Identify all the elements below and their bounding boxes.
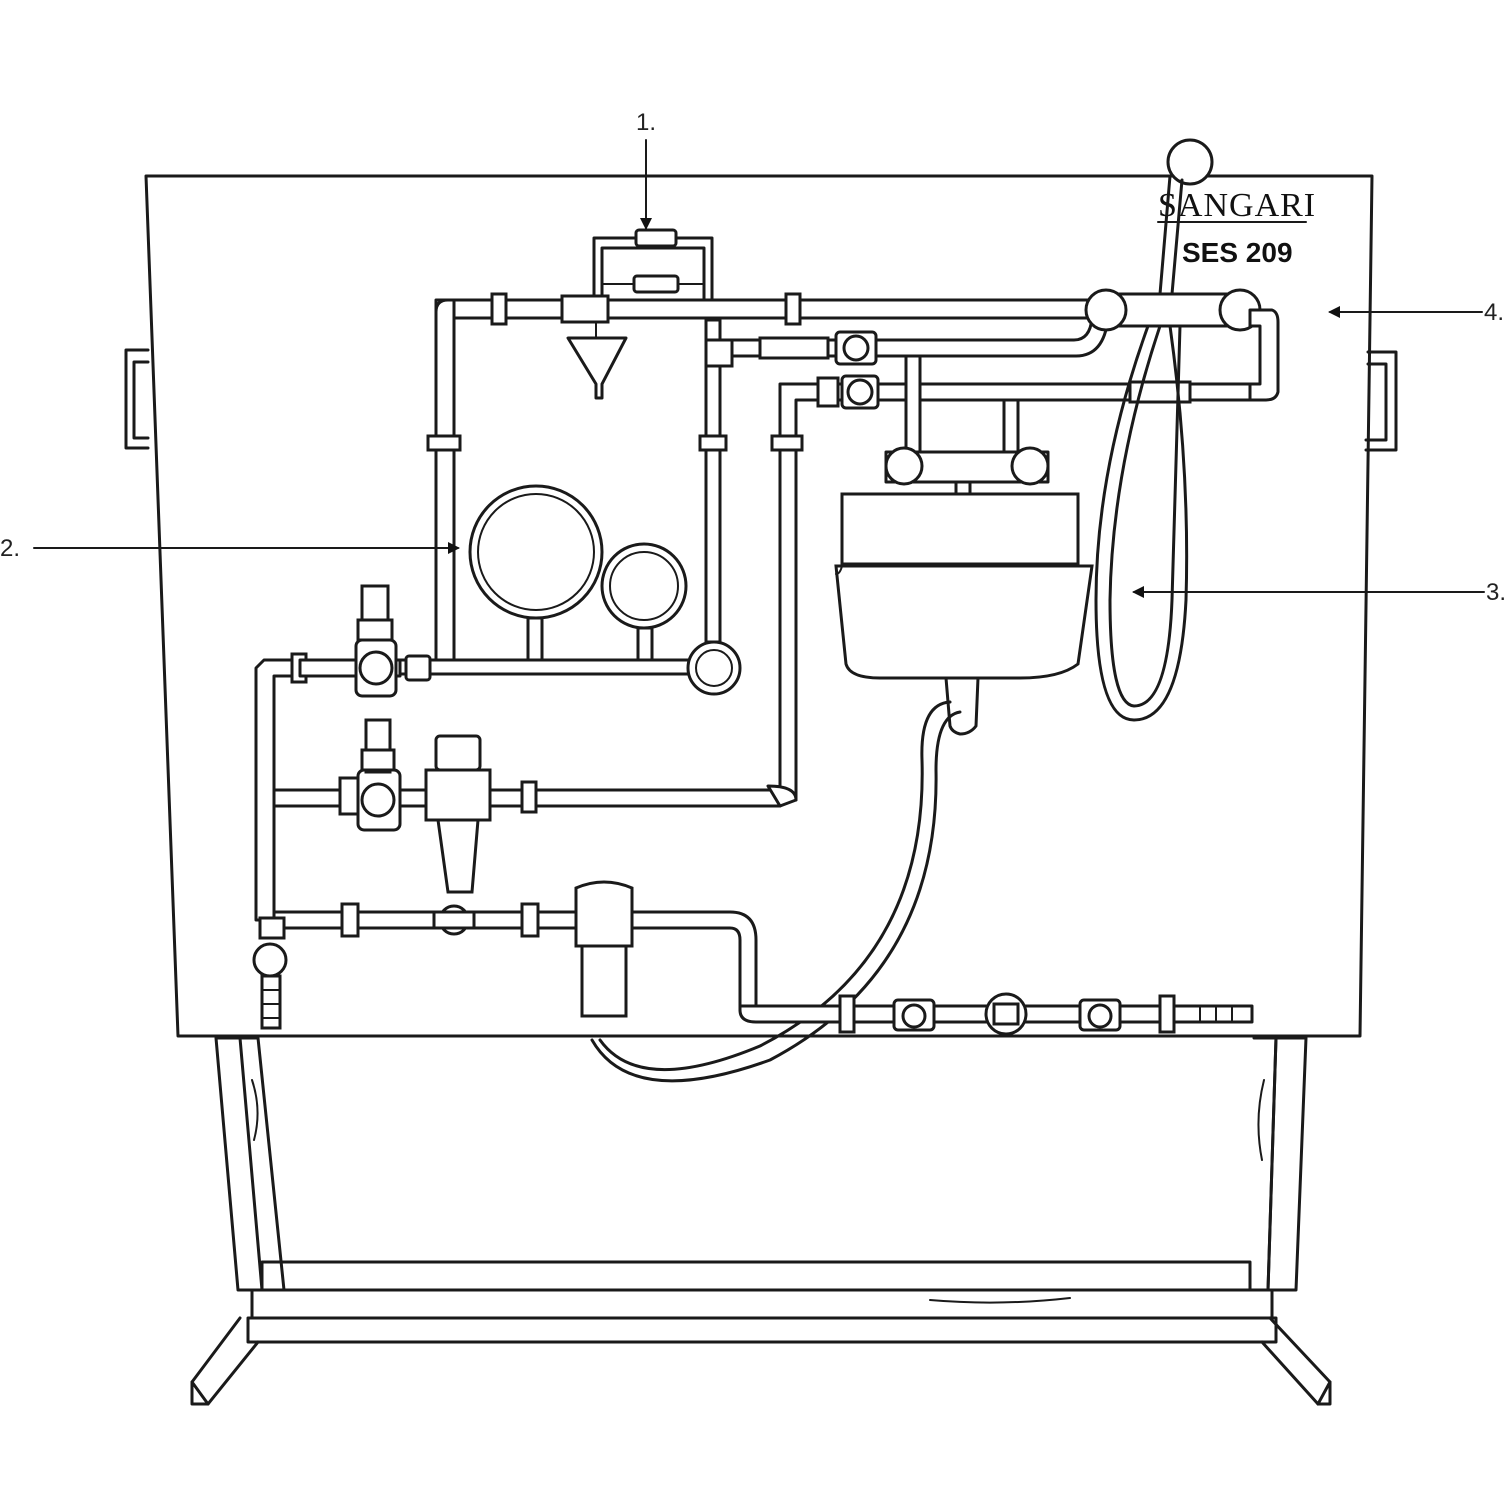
left-riser-pipe [426,298,462,662]
pressure-gauges [468,484,688,664]
callout-1: 1. [636,109,656,230]
middle-supply-row [272,718,798,894]
callout-4: 4. [1328,299,1504,326]
shower-mixer [1084,138,1280,722]
callout-2-label: 2. [0,535,20,562]
callout-3: 3. [1132,579,1506,606]
basin-taps [884,354,1050,526]
callout-3-label: 3. [1486,579,1506,606]
branch-pipe-upper [704,316,1110,368]
brand-name: SANGARI [1158,187,1316,224]
left-supply-pipe [254,652,308,922]
bottom-supply-row [252,880,1254,1036]
wash-basin [590,492,1094,1083]
model-number: SES 209 [1182,237,1293,268]
callout-4-label: 4. [1484,299,1504,326]
callout-2: 2. [0,535,460,562]
top-supply-pipe [434,228,1094,400]
stand-frame [190,1036,1332,1406]
mounting-panel [124,174,1398,1038]
pressure-reducing-valve-upper [298,584,432,698]
brand-label: SANGARI SES 209 [1157,187,1316,268]
callout-1-label: 1. [636,109,656,136]
